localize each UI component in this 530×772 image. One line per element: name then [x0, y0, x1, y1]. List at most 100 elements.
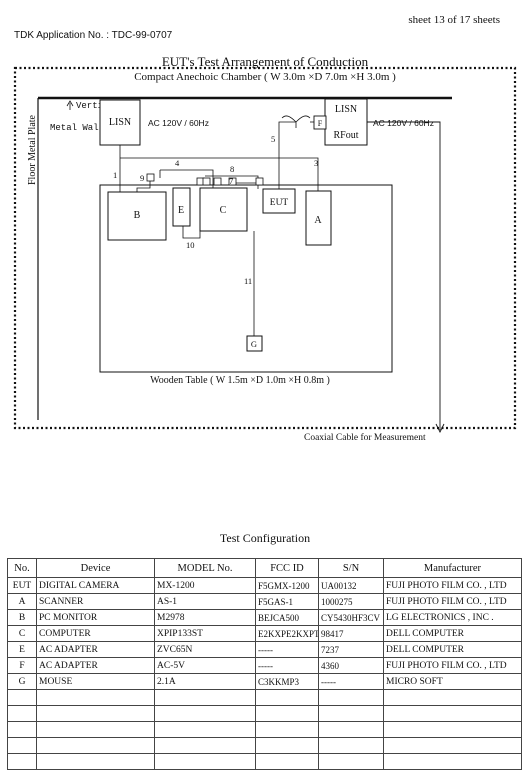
cell-device — [36, 705, 155, 722]
cell-no: EUT — [7, 577, 37, 594]
diagram-title: EUT's Test Arrangement of Conduction — [161, 54, 369, 69]
vertical-wall-label-1: Vertical — [76, 101, 119, 111]
coax-label: Coaxial Cable for Measurement — [304, 432, 426, 443]
cell-no: G — [7, 673, 37, 690]
cell-fcc-id: F5GMX-1200 — [255, 577, 319, 594]
device-eut-box — [262, 188, 296, 214]
cell-no — [7, 753, 37, 770]
cell-manufacturer: LG ELECTRONICS , INC . — [383, 609, 522, 626]
cable-3-label: 3 — [314, 158, 318, 168]
cell-sn: 98417 — [318, 625, 384, 642]
device-e-box — [172, 187, 191, 227]
cell-sn: 4360 — [318, 657, 384, 674]
cell-model: M2978 — [154, 609, 256, 626]
coaxial-cable — [367, 121, 441, 430]
header-manufacturer: Manufacturer — [383, 558, 522, 578]
cell-no — [7, 721, 37, 738]
application-number: TDK Application No. : TDC-99-0707 — [14, 30, 173, 41]
cell-fcc-id: E2KXPE2KXPT — [255, 625, 319, 642]
adapter-f-box — [313, 115, 327, 130]
cell-sn — [318, 753, 384, 770]
ac-left-label: AC 120V / 60Hz — [148, 118, 209, 128]
cell-no: B — [7, 609, 37, 626]
cell-device: SCANNER — [36, 593, 155, 610]
device-a-label: A — [314, 215, 322, 226]
cell-manufacturer: FUJI PHOTO FILM CO. , LTD — [383, 577, 522, 594]
device-g-label: G — [251, 339, 257, 349]
cell-manufacturer: MICRO SOFT — [383, 673, 522, 690]
cable-5-label: 5 — [271, 134, 275, 144]
connector-marks — [146, 173, 264, 186]
cell-sn: 7237 — [318, 641, 384, 658]
cell-manufacturer — [383, 753, 522, 770]
cell-device: COMPUTER — [36, 625, 155, 642]
cell-fcc-id — [255, 689, 319, 706]
device-e-label: E — [178, 205, 184, 216]
ac-right-label: AC 120V / 60Hz — [373, 118, 434, 128]
table-row — [7, 721, 522, 738]
plug-icon — [281, 115, 311, 128]
header-fcc-id: FCC ID — [255, 558, 319, 578]
cell-no: A — [7, 593, 37, 610]
cell-fcc-id: F5GAS-1 — [255, 593, 319, 610]
cell-sn: UA00132 — [318, 577, 384, 594]
cell-sn: 1000275 — [318, 593, 384, 610]
cell-manufacturer: DELL COMPUTER — [383, 625, 522, 642]
cable-8-label: 8 — [230, 164, 234, 174]
floor-metal-plate-label: Floor Metal Plate — [27, 114, 38, 185]
cell-device — [36, 689, 155, 706]
cell-manufacturer — [383, 705, 522, 722]
cable-11-label: 11 — [244, 276, 252, 286]
config-title: Test Configuration — [219, 531, 311, 545]
table-row — [7, 689, 522, 706]
cell-manufacturer: FUJI PHOTO FILM CO. , LTD — [383, 657, 522, 674]
cell-sn — [318, 705, 384, 722]
cell-no — [7, 705, 37, 722]
cell-model: AC-5V — [154, 657, 256, 674]
cable-10-label: 10 — [186, 240, 195, 250]
cell-fcc-id — [255, 737, 319, 754]
cable-1-label: 1 — [113, 170, 117, 180]
chamber-label: Compact Anechoic Chamber ( W 3.0m ×D 7.0… — [134, 71, 396, 83]
test-arrangement-diagram: Floor Metal Plate Vertical Metal Wall LI… — [13, 66, 517, 443]
cell-sn: CY5430HF3CV — [318, 609, 384, 626]
cell-model — [154, 737, 256, 754]
cell-fcc-id: ----- — [255, 657, 319, 674]
cell-model: ZVC65N — [154, 641, 256, 658]
cable-7-label: 7 — [229, 176, 233, 186]
lisn-right-label: LISN — [335, 104, 357, 115]
cell-no: C — [7, 625, 37, 642]
cell-sn — [318, 689, 384, 706]
cell-no: E — [7, 641, 37, 658]
cell-model — [154, 705, 256, 722]
cell-manufacturer: DELL COMPUTER — [383, 641, 522, 658]
cell-device: PC MONITOR — [36, 609, 155, 626]
cell-device — [36, 753, 155, 770]
cell-model: XPIP133ST — [154, 625, 256, 642]
cell-device: DIGITAL CAMERA — [36, 577, 155, 594]
header-no: No. — [7, 558, 37, 578]
cell-model: AS-1 — [154, 593, 256, 610]
cell-device: MOUSE — [36, 673, 155, 690]
cell-model: MX-1200 — [154, 577, 256, 594]
cell-no — [7, 689, 37, 706]
cell-model — [154, 753, 256, 770]
wooden-table — [99, 184, 393, 373]
cell-sn: ----- — [318, 673, 384, 690]
device-a-box — [305, 190, 332, 246]
cell-device: AC ADAPTER — [36, 641, 155, 658]
header-sn: S/N — [318, 558, 384, 578]
lisn-left-label: LISN — [109, 117, 131, 128]
cell-fcc-id — [255, 753, 319, 770]
vertical-wall-label-2: Metal Wall — [50, 123, 104, 133]
cell-manufacturer: FUJI PHOTO FILM CO. , LTD — [383, 593, 522, 610]
cell-device: AC ADAPTER — [36, 657, 155, 674]
device-c-label: C — [220, 205, 227, 216]
cell-sn — [318, 721, 384, 738]
header-model: MODEL No. — [154, 558, 256, 578]
